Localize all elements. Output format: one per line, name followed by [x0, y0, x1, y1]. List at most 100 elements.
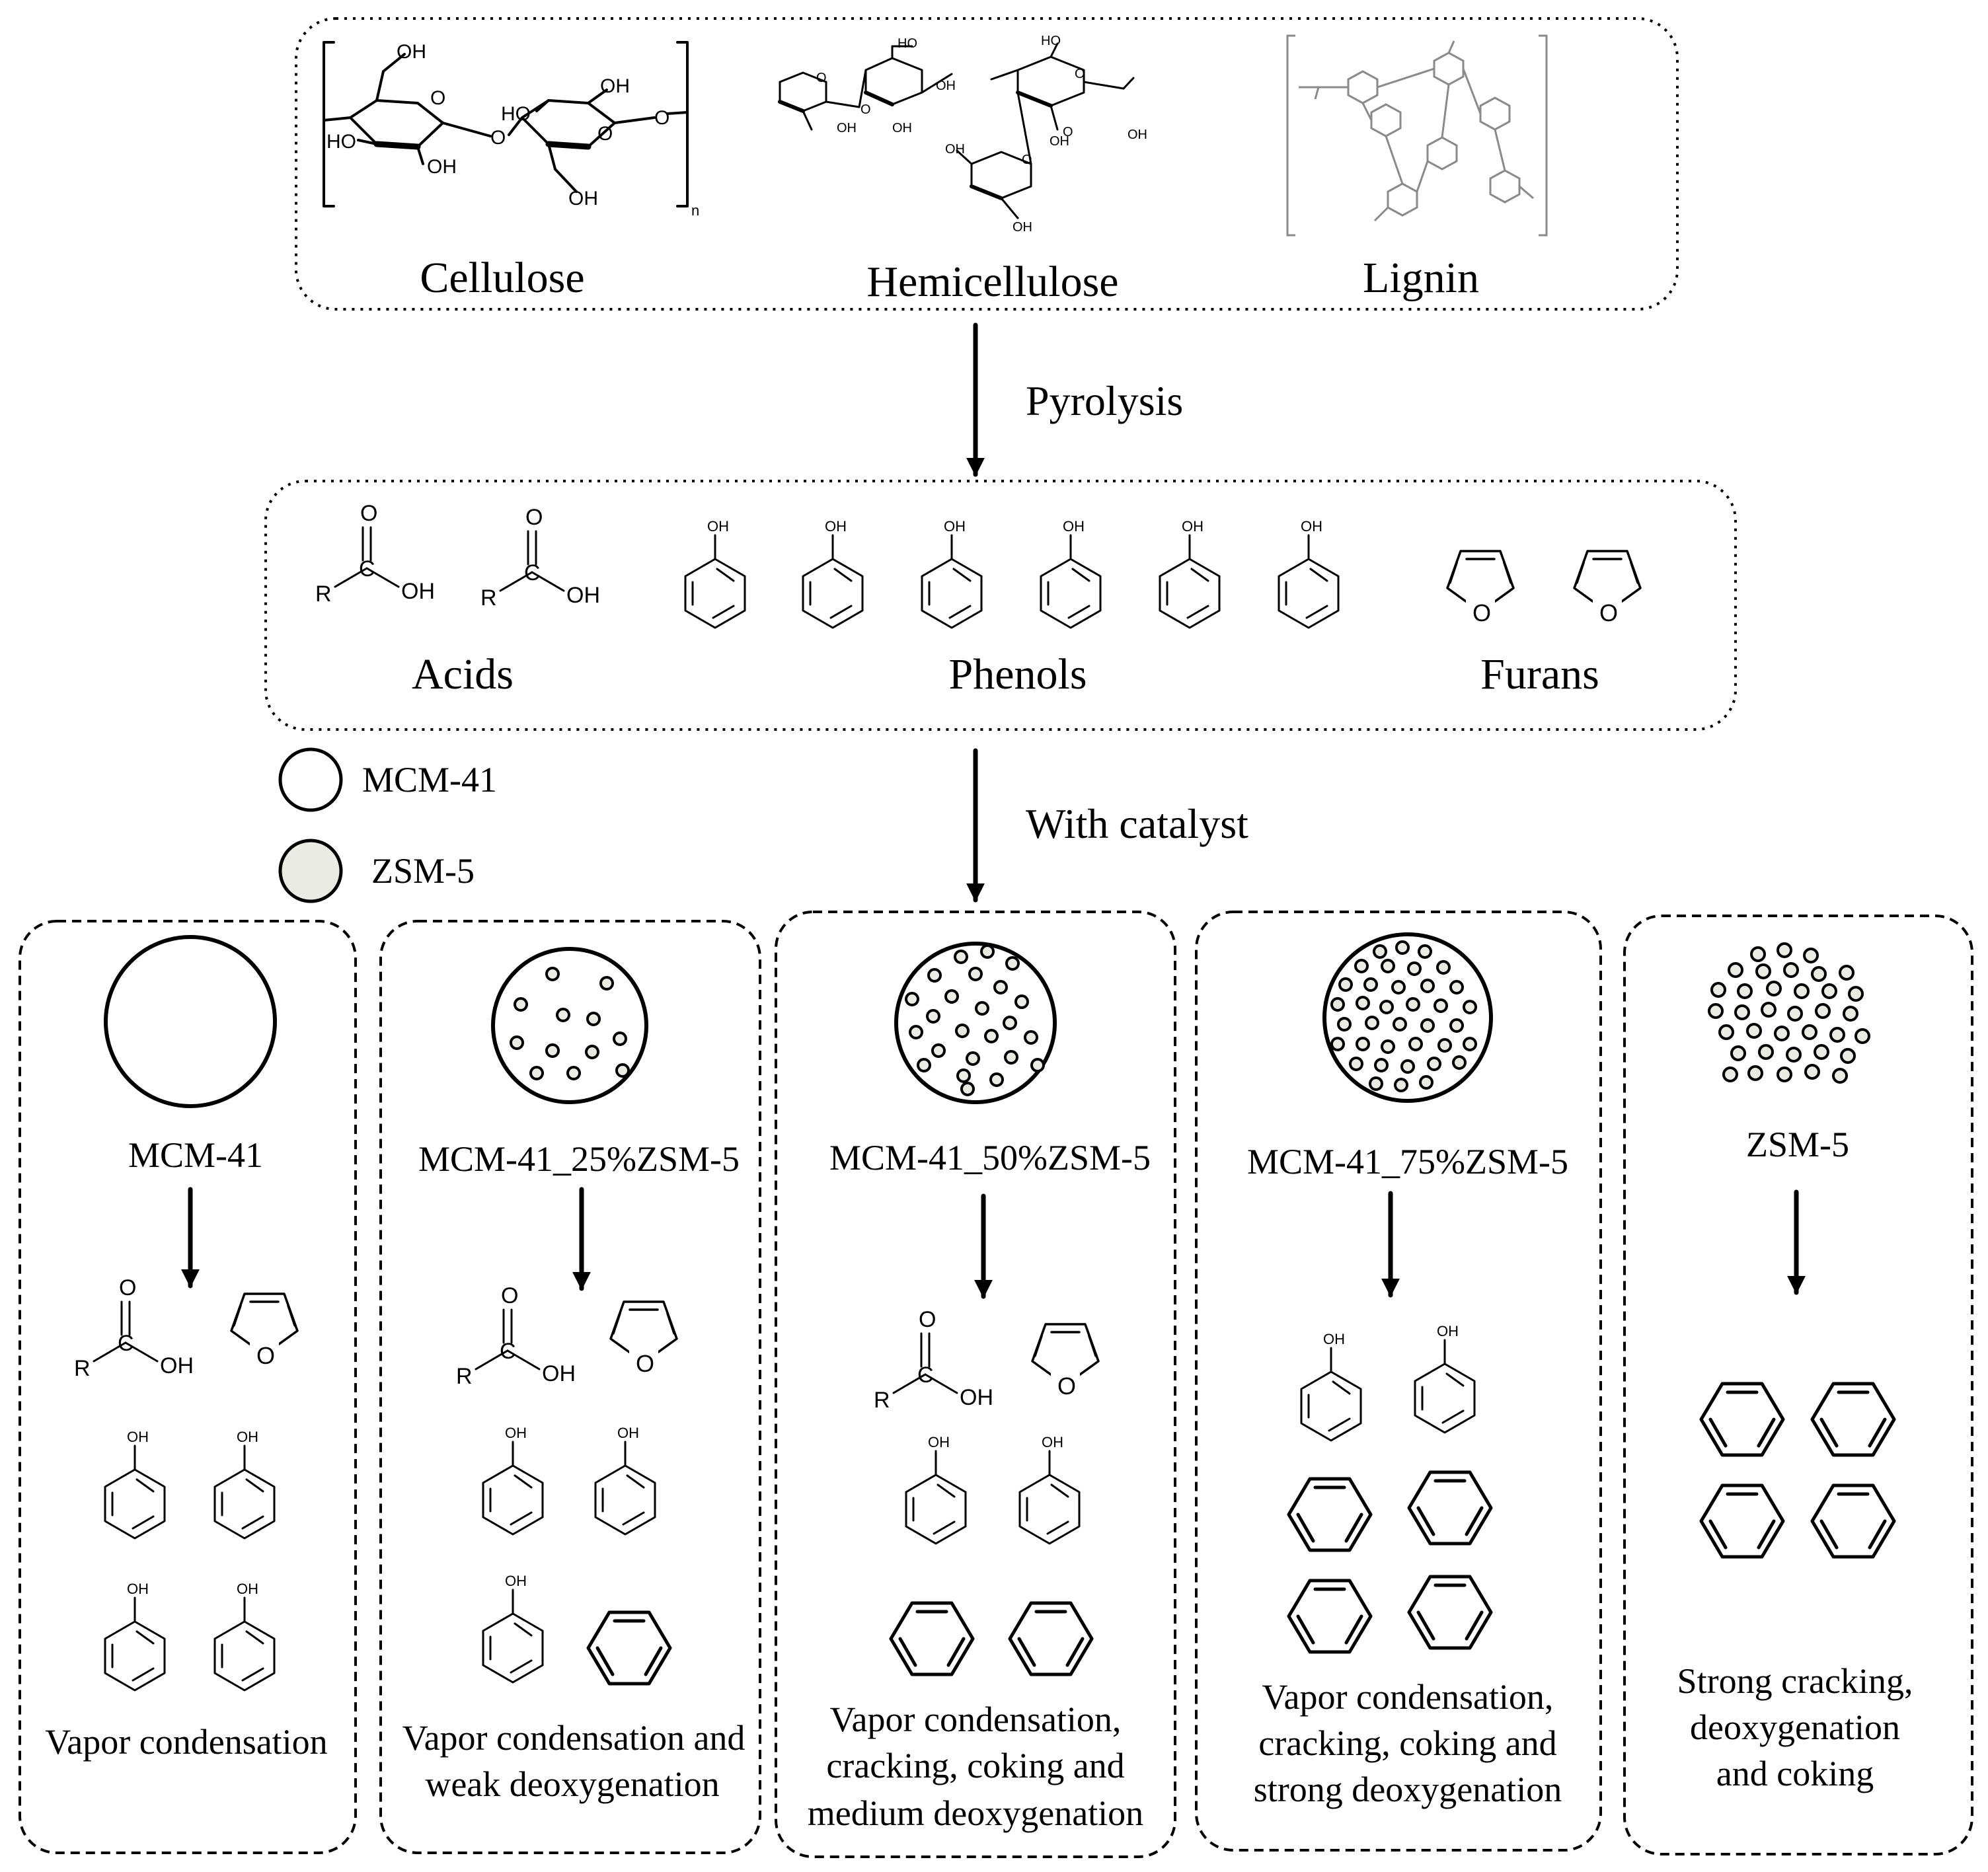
- panel-zsm5: ZSM-5 Strong cracking, deoxygenation and…: [1623, 915, 1973, 1855]
- svg-text:R: R: [874, 1388, 890, 1413]
- cellulose-oh-4: OH: [568, 188, 598, 209]
- svg-text:OH: OH: [617, 1425, 639, 1441]
- acid-r: R: [315, 581, 332, 607]
- result-line-1: Vapor condensation,: [1262, 1677, 1554, 1717]
- legend-mcm41-swatch: [278, 747, 343, 812]
- svg-text:OH: OH: [127, 1581, 149, 1597]
- cellulose-ho-1: HO: [326, 131, 356, 153]
- zsm5-dots-75: [1330, 940, 1477, 1092]
- cellulose-label: Cellulose: [420, 254, 584, 302]
- acid-molecule-1: O C R OH: [315, 501, 435, 607]
- svg-text:OH: OH: [542, 1361, 576, 1386]
- phenol-3: OH: [921, 518, 983, 629]
- cellulose-end-o: O: [654, 107, 669, 129]
- result-line-3: medium deoxygenation: [808, 1793, 1143, 1833]
- acid-oh: OH: [566, 583, 600, 608]
- cellulose-structure: OH HO OH HO OH OH O O O O n: [323, 41, 699, 219]
- svg-text:OH: OH: [825, 518, 847, 535]
- acid-oh: OH: [401, 579, 435, 604]
- result-line-2: deoxygenation: [1690, 1707, 1900, 1747]
- result-line-2: cracking, coking and: [826, 1746, 1124, 1785]
- hemi-o-2: O: [860, 102, 871, 117]
- hemi-o-5: O: [1022, 153, 1032, 167]
- svg-text:OH: OH: [1301, 518, 1322, 535]
- panel-title: MCM-41: [128, 1135, 263, 1175]
- hemi-oh-7: OH: [1013, 220, 1032, 235]
- result-line-3: and coking: [1716, 1754, 1874, 1793]
- lignin-label: Lignin: [1363, 254, 1479, 302]
- acid-c: C: [359, 556, 375, 581]
- acid-o: O: [525, 505, 543, 530]
- svg-text:O: O: [919, 1307, 936, 1332]
- lignin-structure: [1286, 34, 1548, 237]
- acid-molecule-2: O C R OH: [480, 505, 600, 611]
- panel-title: ZSM-5: [1746, 1125, 1849, 1164]
- svg-text:OH: OH: [127, 1429, 149, 1445]
- svg-text:O: O: [636, 1350, 654, 1377]
- svg-text:OH: OH: [505, 1573, 527, 1589]
- svg-text:OH: OH: [237, 1429, 258, 1445]
- furans-label: Furans: [1480, 650, 1599, 698]
- cellulose-ring-o-2: O: [597, 123, 613, 145]
- cellulose-ring-o-1: O: [430, 87, 445, 109]
- furan-2: O: [1573, 550, 1642, 627]
- hemi-o-3: O: [1075, 67, 1085, 81]
- zsm5-cluster: [1708, 942, 1870, 1084]
- panel-title: MCM-41_25%ZSM-5: [418, 1139, 740, 1179]
- result-line-1: Vapor condensation: [45, 1722, 327, 1762]
- svg-text:OH: OH: [1182, 518, 1204, 535]
- svg-text:OH: OH: [707, 518, 729, 535]
- svg-text:OH: OH: [1042, 1434, 1063, 1450]
- result-line-1: Vapor condensation,: [830, 1700, 1122, 1739]
- svg-text:OH: OH: [1323, 1331, 1345, 1347]
- products-box: O C R OH O C R OH OH OH OH OH OH OH O O …: [264, 480, 1737, 731]
- result-line-2: cracking, coking and: [1258, 1723, 1556, 1763]
- panel-mcm41: MCM-41 O C R OH O OH OH OH OH Vapor cond…: [19, 920, 357, 1854]
- pyrolysis-arrow: Pyrolysis: [966, 322, 1183, 477]
- svg-text:C: C: [118, 1331, 134, 1356]
- panel-mcm41-75-zsm5: MCM-41_75%ZSM-5 OH OH Vapor condensation…: [1195, 911, 1602, 1852]
- result-line-1: Vapor condensation and: [402, 1718, 746, 1758]
- acid-c: C: [524, 560, 541, 585]
- svg-text:OH: OH: [960, 1385, 993, 1410]
- panel-mcm41-25-zsm5: MCM-41_25%ZSM-5 O C R OH O OH OH OH Vapo…: [379, 920, 761, 1854]
- hemicellulose-label: Hemicellulose: [866, 258, 1118, 306]
- acid-r: R: [480, 585, 497, 611]
- svg-text:R: R: [74, 1356, 91, 1381]
- hemi-oh-5: OH: [1128, 128, 1147, 142]
- hemi-ho-2: HO: [1041, 34, 1061, 48]
- cellulose-oh-1: OH: [397, 41, 426, 63]
- hemi-o-1: O: [816, 71, 827, 85]
- phenol-5: OH: [1159, 518, 1221, 629]
- composite-75-particle: [1322, 932, 1493, 1103]
- hemi-oh-3: OH: [837, 121, 857, 135]
- zsm5-dots-25: [510, 967, 630, 1080]
- acid-o: O: [360, 501, 377, 526]
- hemicellulose-structure: HO OH OH HO OH OH OH OH OH O O O O O: [778, 34, 1147, 235]
- svg-text:O: O: [119, 1275, 136, 1300]
- phenol-6: OH: [1278, 518, 1340, 629]
- svg-text:OH: OH: [1063, 518, 1085, 535]
- svg-text:O: O: [1057, 1372, 1076, 1400]
- cellulose-link-o: O: [490, 127, 506, 149]
- phenol-1: OH: [684, 518, 746, 629]
- legend-mcm41-label: MCM-41: [362, 760, 497, 800]
- result-line-3: strong deoxygenation: [1254, 1770, 1562, 1809]
- cellulose-ho-2: HO: [501, 103, 531, 125]
- legend-zsm5-swatch: [278, 839, 343, 903]
- svg-text:OH: OH: [1437, 1323, 1459, 1339]
- hemi-oh-4: OH: [1050, 134, 1069, 149]
- svg-text:O: O: [256, 1342, 275, 1369]
- panel-mcm41-50-zsm5: MCM-41_50%ZSM-5 O C R OH O OH OH Vapor c…: [775, 911, 1176, 1858]
- result-line-1: Strong cracking,: [1677, 1661, 1913, 1701]
- catalyst-arrow: With catalyst: [966, 748, 1248, 903]
- svg-text:R: R: [456, 1364, 473, 1389]
- cellulose-oh-3: OH: [600, 75, 630, 97]
- svg-text:O: O: [501, 1283, 518, 1308]
- result-line-2: weak deoxygenation: [425, 1764, 719, 1804]
- phenol-2: OH: [802, 518, 864, 629]
- furan-1: O: [1446, 550, 1515, 627]
- panel-title: MCM-41_75%ZSM-5: [1247, 1142, 1568, 1181]
- hemi-oh-2: OH: [892, 121, 912, 135]
